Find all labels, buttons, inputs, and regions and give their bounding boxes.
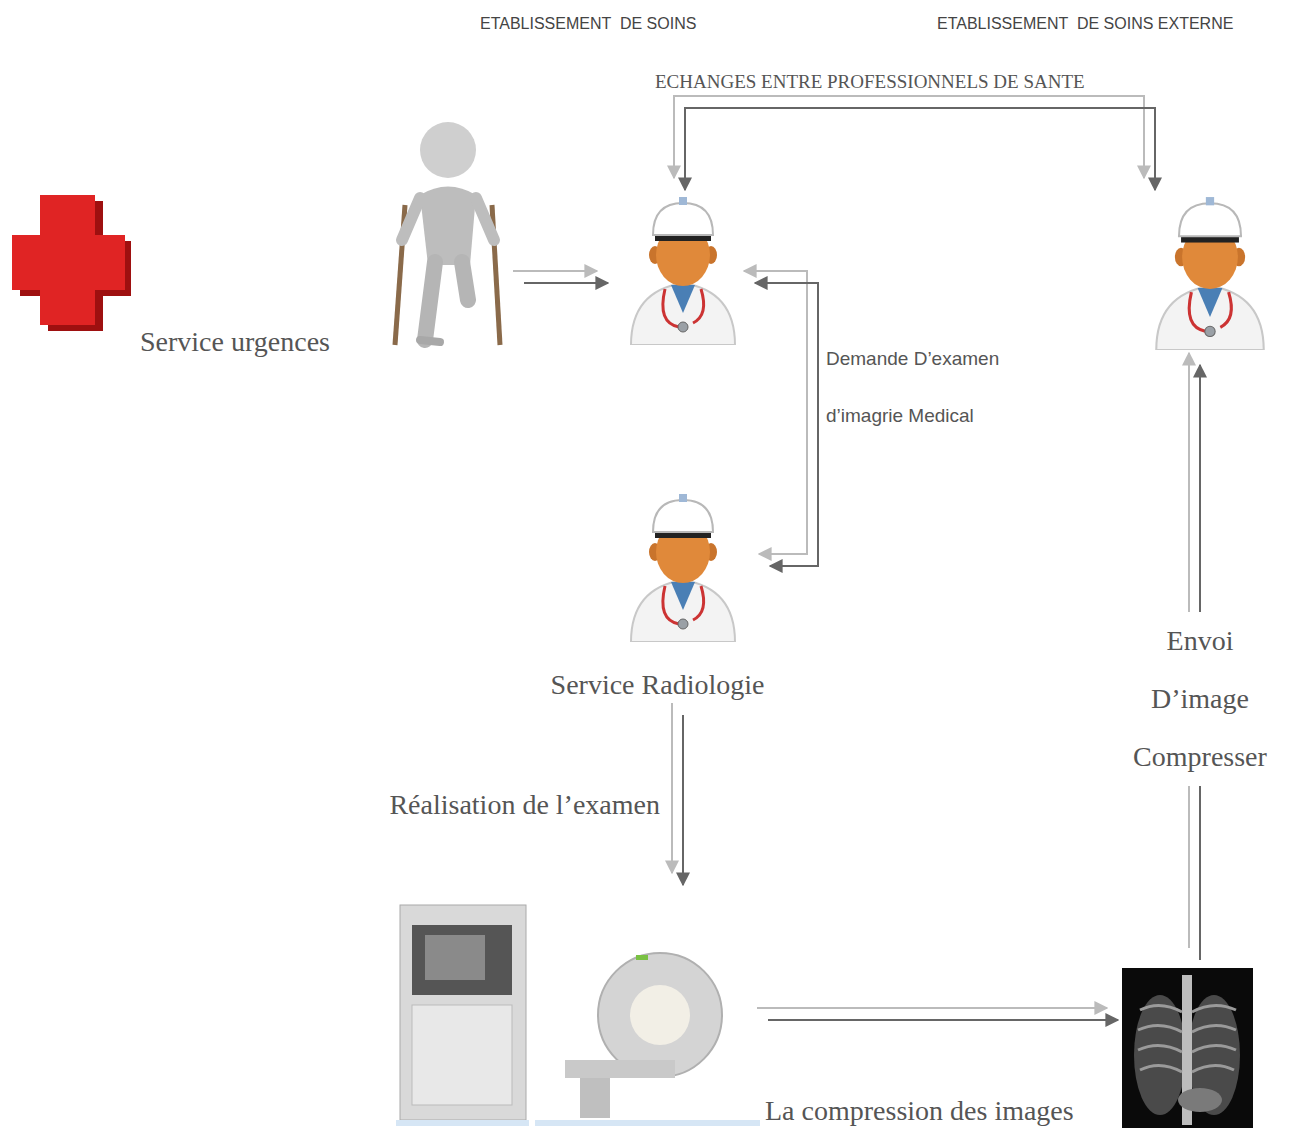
imaging-machines [396,905,760,1126]
connector-line [682,715,684,885]
patient-figure [395,122,500,345]
connector-line [685,108,1155,190]
connector-arrow [672,703,683,885]
diagram-node [1122,968,1253,1128]
connector-line [671,703,673,873]
connector-line [768,1019,1118,1021]
diagram-node [1130,190,1285,355]
connector-arrow [674,96,1155,190]
radiologist-icon [631,494,735,642]
doctor-icon [631,197,735,345]
diagram-node [385,120,512,352]
connector-line [524,282,608,284]
node-label: Service urgences [140,325,330,359]
edge-label: Demande D’examen d’imagrie Medical [826,330,1011,444]
diagram-node: Service urgences [10,195,360,370]
connector-line [513,270,597,272]
edge-label: La compression des images [765,1094,1115,1128]
node-label: Service Radiologie [551,668,765,702]
connector-line [757,1007,1107,1009]
connector-arrow [744,271,818,566]
connector-line [744,271,807,554]
diagram-node: Service Radiologie [535,490,780,710]
doctor-icon [1156,197,1263,350]
connector-arrow [513,271,608,283]
red-cross-icon [12,195,131,331]
section-heading: ETABLISSEMENT DE SOINS [480,15,696,33]
section-heading: ETABLISSEMENT DE SOINS EXTERNE [937,15,1233,33]
xray-image [1122,968,1253,1128]
connector-arrow [757,1008,1118,1020]
edge-label: Envoi D’image Compresser [1125,612,1275,786]
diagram-node [620,190,750,350]
connector-line [755,283,818,566]
edge-label: Réalisation de l’examen [340,788,660,822]
edge-label: ECHANGES ENTRE PROFESSIONNELS DE SANTE [655,70,1215,94]
diagram-node [395,890,760,1126]
